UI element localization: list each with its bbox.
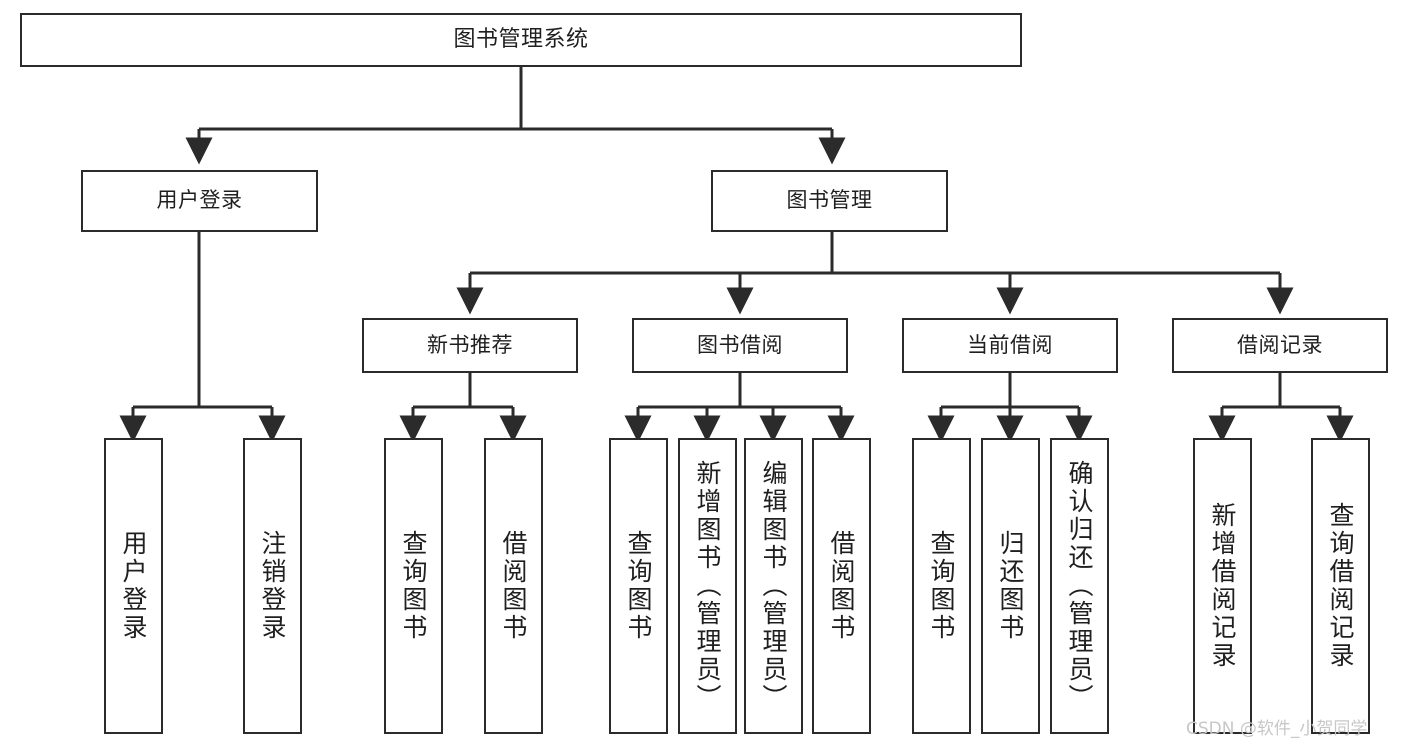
node-label: 图书借阅 [697, 332, 783, 357]
node-label: 图书管理系统 [453, 26, 589, 52]
leaf-book-borrow-borrow[interactable]: 借阅图书 [812, 438, 871, 734]
node-current-borrow[interactable]: 当前借阅 [902, 318, 1118, 373]
leaf-current-borrow-confirm-return[interactable]: 确认归还（管理员） [1050, 438, 1109, 734]
node-label: 当前借阅 [967, 332, 1053, 357]
leaf-new-book-query[interactable]: 查询图书 [384, 438, 443, 734]
leaf-book-borrow-edit[interactable]: 编辑图书（管理员） [744, 438, 803, 734]
node-label: 图书管理 [786, 188, 873, 213]
node-label: 新增图书（管理员） [693, 460, 722, 712]
leaf-borrow-record-add[interactable]: 新增借阅记录 [1193, 438, 1252, 734]
node-label: 归还图书 [996, 530, 1025, 642]
leaf-current-borrow-query[interactable]: 查询图书 [912, 438, 971, 734]
node-label: 查询借阅记录 [1326, 502, 1355, 670]
node-new-book-recommend[interactable]: 新书推荐 [362, 318, 578, 373]
node-user-login[interactable]: 用户登录 [81, 170, 318, 232]
leaf-borrow-record-query[interactable]: 查询借阅记录 [1311, 438, 1370, 734]
node-label: 新书推荐 [427, 332, 513, 357]
node-label: 借阅图书 [499, 530, 528, 642]
node-label: 查询图书 [624, 530, 653, 642]
leaf-book-borrow-add[interactable]: 新增图书（管理员） [678, 438, 737, 734]
node-label: 查询图书 [927, 530, 956, 642]
node-label: 查询图书 [399, 530, 428, 642]
node-label: 新增借阅记录 [1208, 502, 1237, 670]
node-label: 借阅图书 [827, 530, 856, 642]
node-label: 注销登录 [258, 530, 287, 642]
node-label: 借阅记录 [1237, 332, 1323, 357]
csdn-watermark: CSDN @软件_小贺同学 [1186, 719, 1368, 739]
leaf-user-login-logout[interactable]: 注销登录 [243, 438, 302, 734]
node-label: 编辑图书（管理员） [759, 460, 788, 712]
node-label: 用户登录 [119, 530, 148, 642]
leaf-book-borrow-query[interactable]: 查询图书 [609, 438, 668, 734]
node-label: 用户登录 [156, 188, 243, 213]
node-book-borrow[interactable]: 图书借阅 [632, 318, 848, 373]
node-borrow-record[interactable]: 借阅记录 [1172, 318, 1388, 373]
leaf-current-borrow-return[interactable]: 归还图书 [981, 438, 1040, 734]
node-book-management[interactable]: 图书管理 [711, 170, 948, 232]
node-root-book-management-system[interactable]: 图书管理系统 [20, 13, 1022, 67]
leaf-user-login-login[interactable]: 用户登录 [104, 438, 163, 734]
leaf-new-book-borrow[interactable]: 借阅图书 [484, 438, 543, 734]
node-label: 确认归还（管理员） [1065, 460, 1094, 712]
